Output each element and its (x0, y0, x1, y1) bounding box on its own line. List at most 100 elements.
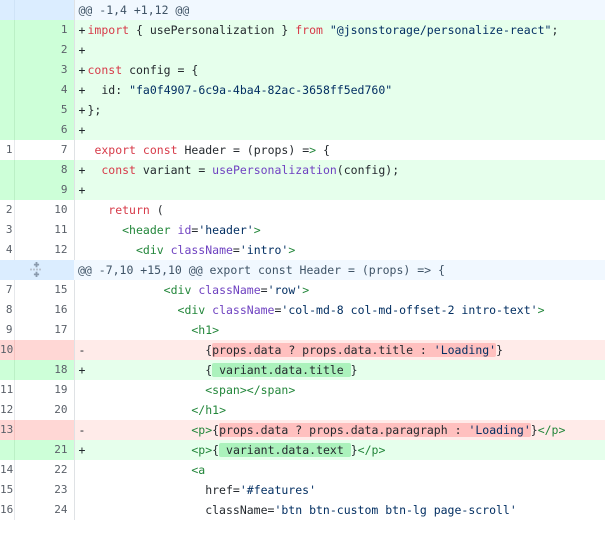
diff-marker: + (78, 183, 86, 197)
expand-hunk-icon[interactable] (30, 262, 43, 277)
diff-marker: + (78, 63, 86, 77)
old-line-number: 4 (0, 240, 14, 260)
code-line[interactable]: +}; (74, 100, 605, 120)
old-line-number (0, 440, 14, 460)
diff-marker: + (78, 43, 86, 57)
diff-marker: - (78, 423, 86, 437)
code-line[interactable]: <header id='header'> (74, 220, 605, 240)
old-line-number (0, 20, 14, 40)
diff-marker (79, 240, 88, 260)
diff-marker (79, 320, 88, 340)
old-line-number: 11 (0, 380, 14, 400)
new-line-number: 17 (13, 320, 75, 340)
diff-marker: + (78, 103, 86, 117)
hunk-header-text: @@ -1,4 +1,12 @@ (74, 0, 605, 20)
code-line[interactable]: + (74, 180, 605, 200)
old-line-number (0, 80, 14, 100)
diff-marker: + (78, 163, 86, 177)
diff-marker (79, 140, 88, 160)
old-line-number (0, 160, 14, 180)
code-line[interactable]: + (74, 40, 605, 60)
code-line[interactable]: <div className='row'> (74, 280, 605, 300)
new-line-number: 24 (13, 500, 75, 520)
new-line-number: 7 (13, 140, 75, 160)
diff-row-added: 6+ (0, 120, 605, 140)
code-line[interactable]: return ( (74, 200, 605, 220)
diff-marker: + (78, 443, 86, 457)
diff-row-added: 5+}; (0, 100, 605, 120)
diff-marker (79, 200, 88, 220)
new-line-number (13, 420, 75, 440)
new-line-number: 21 (13, 440, 75, 460)
new-line-number: 19 (13, 380, 75, 400)
new-line-number: 20 (13, 400, 75, 420)
new-line-number: 8 (13, 160, 75, 180)
code-line[interactable]: export const Header = (props) => { (74, 140, 605, 160)
code-line[interactable]: <a (74, 460, 605, 480)
code-line[interactable]: href='#features' (74, 480, 605, 500)
old-line-number: 1 (0, 140, 14, 160)
code-line[interactable]: +const config = { (74, 60, 605, 80)
diff-marker: + (78, 123, 86, 137)
code-line[interactable]: - <p>{props.data ? props.data.paragraph … (74, 420, 605, 440)
code-line[interactable]: + <p>{ variant.data.text }</p> (74, 440, 605, 460)
code-line[interactable]: - {props.data ? props.data.title : 'Load… (74, 340, 605, 360)
new-line-number: 11 (13, 220, 75, 240)
new-line-number: 1 (13, 20, 75, 40)
code-line[interactable]: + id: "fa0f4907-6c9a-4ba4-82ac-3658ff5ed… (74, 80, 605, 100)
hunk-header-row: @@ -7,10 +15,10 @@ export const Header =… (0, 260, 605, 280)
new-line-number: 23 (13, 480, 75, 500)
diff-marker: + (78, 363, 86, 377)
hunk-header-text: @@ -7,10 +15,10 @@ export const Header =… (74, 260, 605, 280)
diff-row-added: 21+ <p>{ variant.data.text }</p> (0, 440, 605, 460)
old-line-number (0, 360, 14, 380)
diff-marker (79, 500, 88, 520)
code-line[interactable]: <span></span> (74, 380, 605, 400)
old-line-number: 14 (0, 460, 14, 480)
code-line[interactable]: </h1> (74, 400, 605, 420)
diff-marker: + (78, 23, 86, 37)
diff-marker (79, 220, 88, 240)
new-line-number (13, 340, 75, 360)
old-line-number: 13 (0, 420, 14, 440)
code-line[interactable]: +import { usePersonalization } from "@js… (74, 20, 605, 40)
diff-row-added: 8+ const variant = usePersonalization(co… (0, 160, 605, 180)
code-line[interactable]: className='btn btn-custom btn-lg page-sc… (74, 500, 605, 520)
old-line-number: 15 (0, 480, 14, 500)
code-line[interactable]: + (74, 120, 605, 140)
diff-marker (79, 280, 88, 300)
new-line-number: 9 (13, 180, 75, 200)
old-line-number: 8 (0, 300, 14, 320)
new-line-number: 5 (13, 100, 75, 120)
code-line[interactable]: + const variant = usePersonalization(con… (74, 160, 605, 180)
code-line[interactable]: + { variant.data.title } (74, 360, 605, 380)
diff-marker: - (78, 343, 86, 357)
new-line-number: 6 (13, 120, 75, 140)
new-line-number (13, 0, 75, 20)
expand-hunk-button[interactable] (0, 260, 74, 280)
old-line-number (0, 40, 14, 60)
diff-row-removed: 13 - <p>{props.data ? props.data.paragrap… (0, 420, 605, 440)
diff-marker (79, 480, 88, 500)
old-line-number: 12 (0, 400, 14, 420)
code-line[interactable]: <div className='intro'> (74, 240, 605, 260)
new-line-number: 10 (13, 200, 75, 220)
code-line[interactable]: <h1> (74, 320, 605, 340)
new-line-number: 15 (13, 280, 75, 300)
diff-marker (79, 300, 88, 320)
new-line-number: 22 (13, 460, 75, 480)
diff-marker (79, 460, 88, 480)
old-line-number: 10 (0, 340, 14, 360)
code-line[interactable]: <div className='col-md-8 col-md-offset-2… (74, 300, 605, 320)
old-line-number (0, 0, 14, 20)
new-line-number: 4 (13, 80, 75, 100)
